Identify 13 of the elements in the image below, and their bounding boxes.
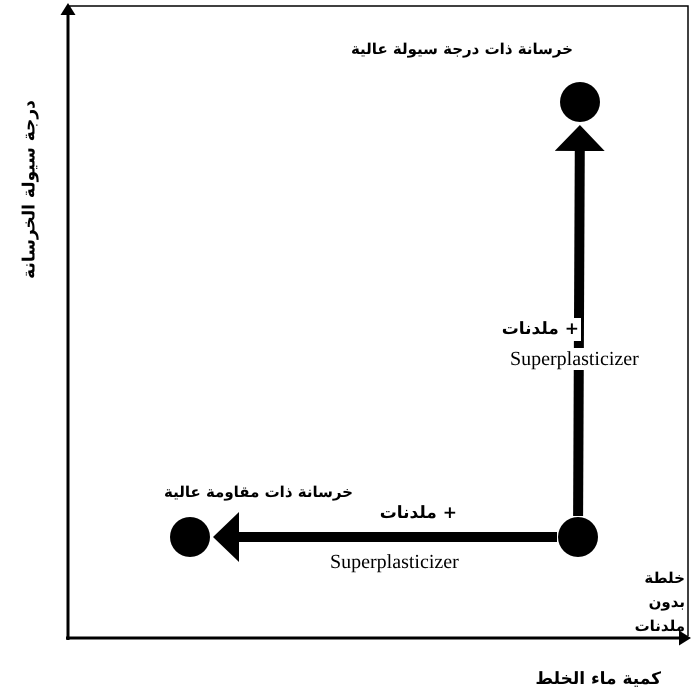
point-label: خلطة بدون ملدنات bbox=[634, 568, 685, 637]
axis-title: درجة سيولة الخرسانة bbox=[20, 99, 40, 281]
point-label: خرسانة ذات مقاومة عالية bbox=[164, 483, 353, 502]
annotation-text: Superplasticizer bbox=[508, 348, 641, 370]
arrow bbox=[554, 125, 605, 516]
arrow bbox=[213, 512, 557, 562]
dot bbox=[170, 517, 210, 557]
edge-label: + ملدنات bbox=[500, 318, 581, 341]
point-label: خرسانة ذات درجة سيولة عالية bbox=[350, 40, 573, 59]
dot bbox=[558, 517, 598, 557]
dot bbox=[560, 82, 600, 122]
annotation-text: Superplasticizer bbox=[328, 551, 461, 573]
axis-title: كمية ماء الخلط bbox=[535, 670, 661, 689]
